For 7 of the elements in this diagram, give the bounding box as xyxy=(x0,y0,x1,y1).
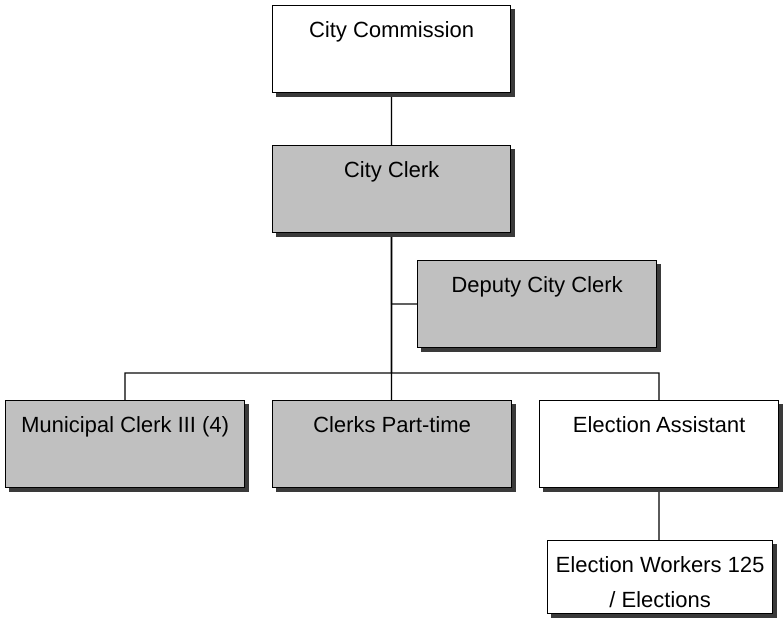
role-title: Clerks Part-time xyxy=(313,411,471,439)
role-title: City Commission xyxy=(308,16,474,44)
role-title: Election Assistant xyxy=(572,411,746,439)
role-title: City Clerk xyxy=(344,156,440,184)
role-title: Municipal Clerk III (4) xyxy=(21,411,229,439)
role-title: Deputy City Clerk xyxy=(451,271,623,299)
role-title: Election Workers 125 / Elections xyxy=(554,551,766,614)
